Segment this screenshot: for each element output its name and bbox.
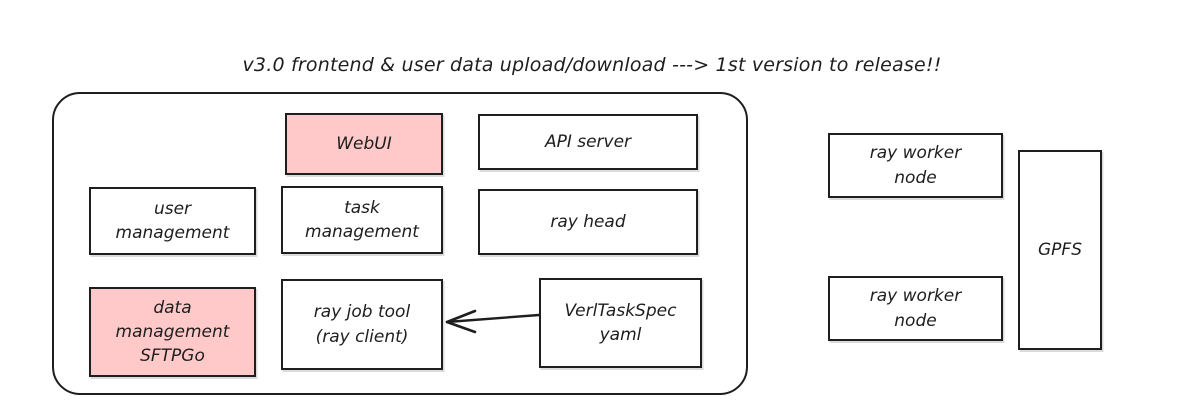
node-user-mgmt[interactable]: user management xyxy=(89,187,256,255)
node-label-user-mgmt: user management xyxy=(115,198,230,243)
node-webui[interactable]: WebUI xyxy=(285,113,443,175)
node-task-mgmt[interactable]: task management xyxy=(281,186,443,254)
node-label-ray-worker-2: ray worker node xyxy=(869,286,962,331)
node-ray-worker-2[interactable]: ray worker node xyxy=(828,276,1003,341)
node-data-mgmt[interactable]: data management SFTPGo xyxy=(89,287,256,377)
diagram-title: v3.0 frontend & user data upload/downloa… xyxy=(242,54,942,76)
frontend-group-frame xyxy=(52,92,748,395)
node-ray-worker-1[interactable]: ray worker node xyxy=(828,133,1003,198)
node-label-webui: WebUI xyxy=(336,133,392,154)
node-ray-job-tool[interactable]: ray job tool (ray client) xyxy=(281,279,443,370)
node-gpfs[interactable]: GPFS xyxy=(1018,150,1102,350)
node-label-data-mgmt: data management SFTPGo xyxy=(115,297,230,367)
node-label-ray-worker-1: ray worker node xyxy=(869,143,962,188)
node-api-server[interactable]: API server xyxy=(478,114,698,170)
node-label-task-mgmt: task management xyxy=(305,197,419,242)
node-label-verl-spec: VerlTaskSpec yaml xyxy=(564,300,677,345)
node-label-ray-head: ray head xyxy=(550,211,626,232)
node-verl-spec[interactable]: VerlTaskSpec yaml xyxy=(539,278,702,368)
node-label-api-server: API server xyxy=(544,131,632,152)
node-label-gpfs: GPFS xyxy=(1038,239,1082,260)
node-ray-head[interactable]: ray head xyxy=(478,189,698,255)
node-label-ray-job-tool: ray job tool (ray client) xyxy=(313,302,411,347)
